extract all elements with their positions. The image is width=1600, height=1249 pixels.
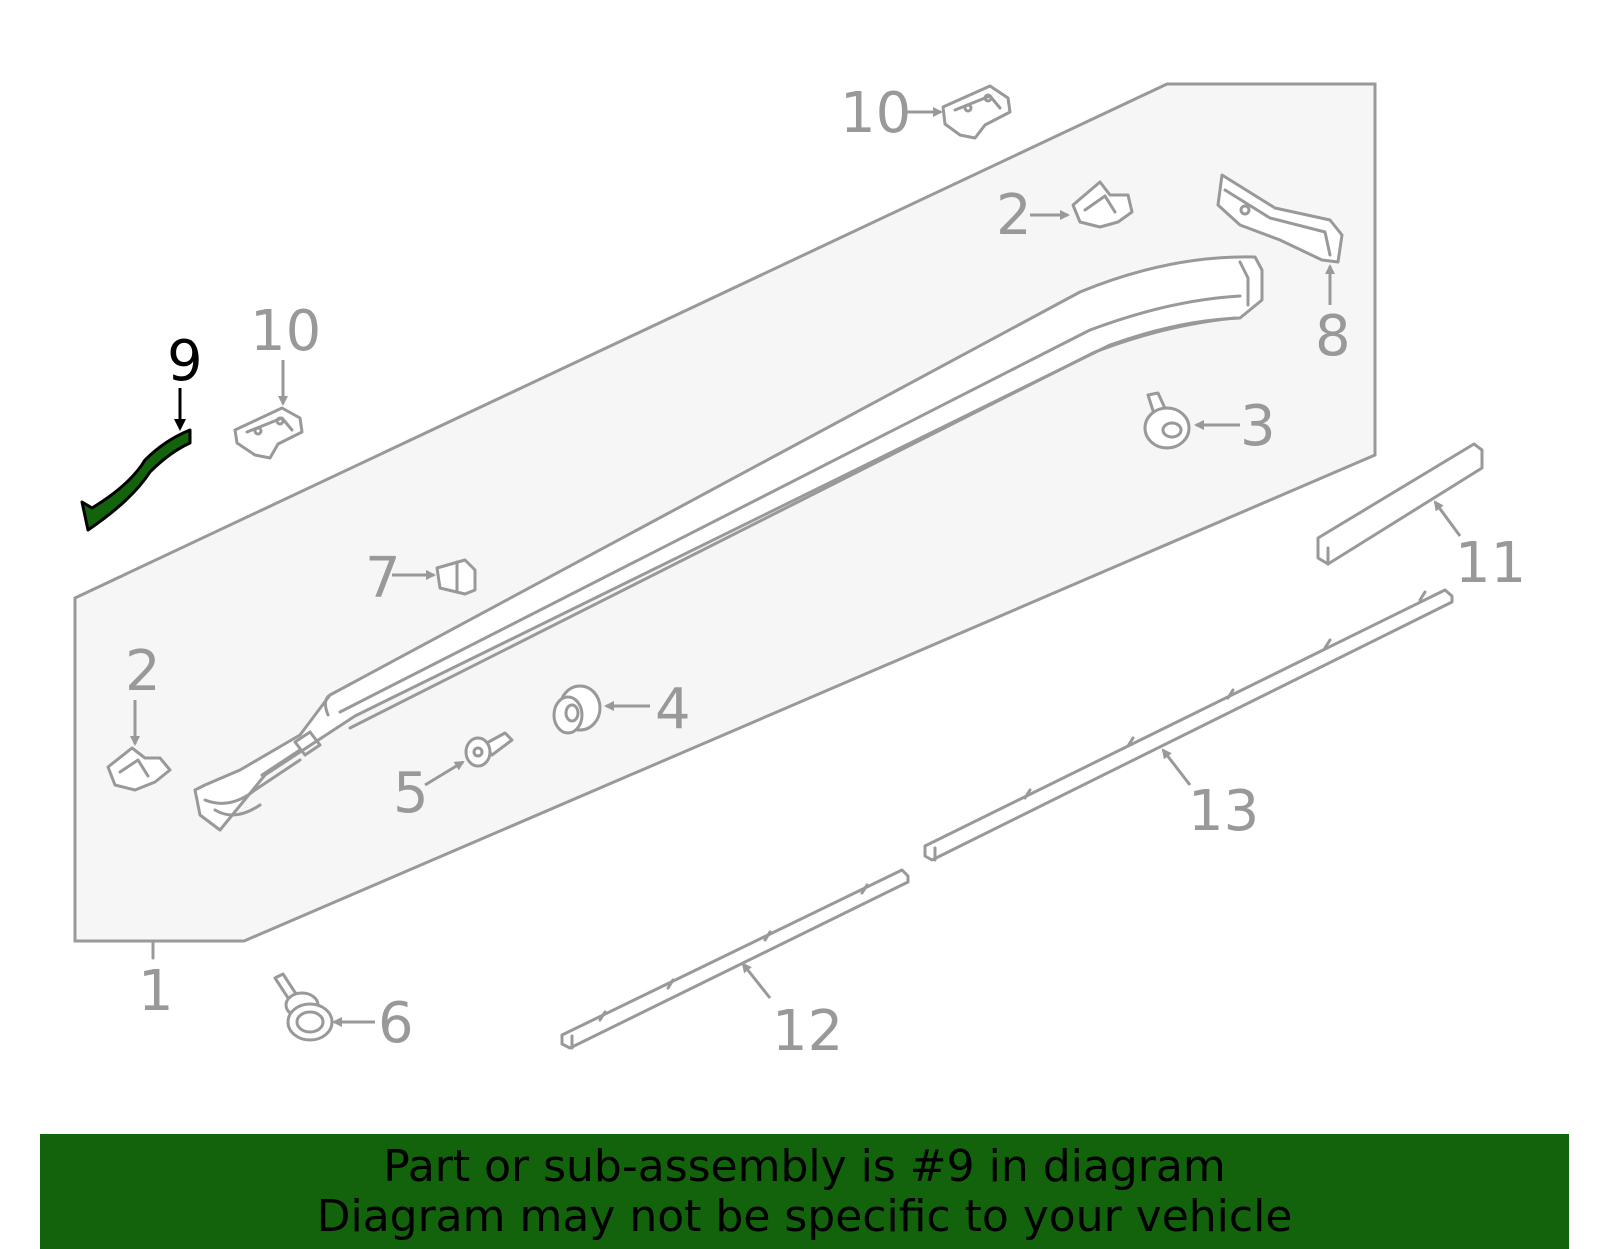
info-banner: Part or sub-assembly is #9 in diagram Di… <box>40 1134 1569 1249</box>
callout-10-top: 10 <box>840 81 911 146</box>
callout-13: 13 <box>1188 779 1259 844</box>
part-3-screw <box>1143 391 1191 450</box>
part-2-left-clip <box>106 746 172 792</box>
part-9-highlight <box>80 428 192 532</box>
callout-4: 4 <box>655 677 691 742</box>
part-10-top-clip <box>941 84 1012 140</box>
banner-line-1: Part or sub-assembly is #9 in diagram <box>383 1140 1226 1192</box>
part-5-arrow <box>424 760 465 787</box>
callout-5: 5 <box>393 761 429 826</box>
callout-1: 1 <box>138 959 174 1024</box>
callout-8: 8 <box>1315 304 1351 369</box>
callout-10-left: 10 <box>250 299 321 364</box>
part-13-molding <box>923 588 1454 862</box>
part-4-grommet <box>552 684 602 735</box>
callout-12: 12 <box>772 999 843 1064</box>
part-11-arrow <box>1433 500 1462 537</box>
part-2-top-clip <box>1071 180 1134 229</box>
callout-2-left: 2 <box>125 639 161 704</box>
part-12-molding <box>560 868 910 1050</box>
part-8-bracket <box>1216 173 1344 264</box>
callout-11: 11 <box>1455 531 1526 596</box>
part-11-strip <box>1316 442 1484 566</box>
callout-3: 3 <box>1240 394 1276 459</box>
rocker-panel-part <box>193 255 1264 832</box>
part-10-left-clip <box>233 406 304 460</box>
callout-2-top: 2 <box>996 183 1032 248</box>
callout-7: 7 <box>365 546 401 611</box>
part-6-stud <box>273 972 334 1042</box>
banner-line-2: Diagram may not be specific to your vehi… <box>316 1190 1293 1242</box>
callout-6: 6 <box>378 991 414 1056</box>
part-13-arrow <box>1161 748 1192 786</box>
callout-9: 9 <box>167 329 203 394</box>
part-5-push-pin <box>464 731 514 768</box>
part-7-clip <box>435 558 477 596</box>
part-12-arrow <box>741 962 772 999</box>
